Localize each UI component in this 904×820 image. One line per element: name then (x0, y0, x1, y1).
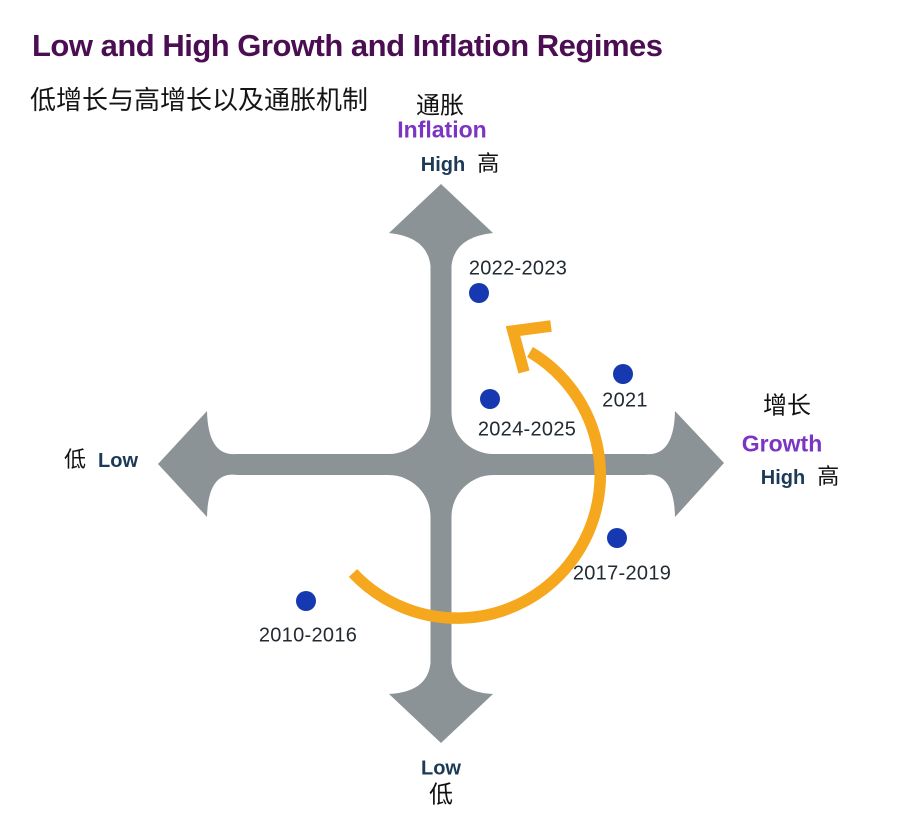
inflation-low-en: Low (421, 757, 461, 780)
cycle-arrow-head (505, 320, 552, 374)
point-label-2021: 2021 (602, 389, 648, 412)
inflation-axis-label-zh: 通胀 (416, 93, 464, 120)
data-point-2022-2023 (469, 283, 489, 303)
point-label-2024-2025: 2024-2025 (477, 418, 577, 441)
growth-low-zh: 低 (63, 447, 87, 472)
data-point-2010-2016 (296, 591, 316, 611)
growth-high-en: High (760, 467, 806, 489)
point-label-2010-2016: 2010-2016 (258, 624, 358, 647)
point-label-2022-2023: 2022-2023 (468, 257, 568, 280)
inflation-high-label: High 高 (421, 146, 499, 178)
data-point-2024-2025 (480, 389, 500, 409)
inflation-high-en: High (420, 154, 466, 176)
data-points (296, 283, 633, 611)
point-label-2017-2019: 2017-2019 (572, 562, 672, 585)
data-point-2017-2019 (607, 528, 627, 548)
growth-low-label: 低 Low (64, 442, 138, 474)
data-point-2021 (613, 364, 633, 384)
page-title: Low and High Growth and Inflation Regime… (32, 28, 663, 63)
inflation-axis-label-en: Inflation (397, 116, 487, 143)
growth-axis-label-zh: 增长 (763, 393, 811, 420)
inflation-high-zh: 高 (477, 151, 500, 176)
cross-axes-shape (158, 184, 724, 743)
growth-high-label: High 高 (761, 459, 839, 491)
page-subtitle-chinese: 低增长与高增长以及通胀机制 (30, 86, 369, 115)
inflation-low-zh: 低 (429, 782, 453, 809)
cycle-arrow-arc (348, 347, 606, 624)
growth-high-zh: 高 (817, 464, 840, 489)
growth-axis-label-en: Growth (741, 430, 823, 457)
growth-low-en: Low (98, 450, 139, 472)
